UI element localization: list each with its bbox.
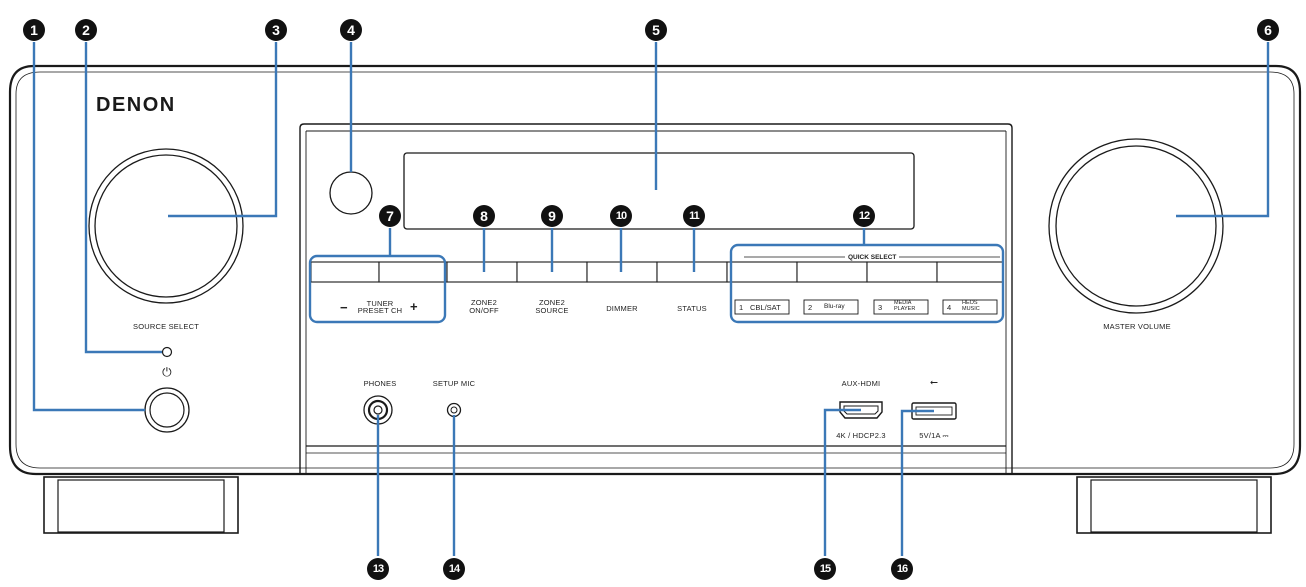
callout-6: 6 bbox=[1257, 19, 1279, 41]
quick-select-2-name: Blu-ray bbox=[824, 303, 845, 310]
callout-7: 7 bbox=[379, 205, 401, 227]
zone2-source-label-2: SOURCE bbox=[535, 306, 569, 315]
front-button-row bbox=[310, 261, 1004, 283]
left-foot bbox=[43, 476, 239, 534]
left-foot-inner bbox=[57, 479, 225, 533]
callout-15: 15 bbox=[814, 558, 836, 580]
quick-select-4-name-1: HEOS bbox=[962, 300, 978, 306]
right-foot bbox=[1076, 476, 1272, 534]
center-panel-outline bbox=[299, 123, 1013, 474]
callout-lines bbox=[32, 42, 1270, 556]
dimmer-label: DIMMER bbox=[606, 304, 638, 313]
aux-hdmi-label: AUX-HDMI bbox=[841, 379, 881, 388]
callout-8: 8 bbox=[473, 205, 495, 227]
usb-power-label: 5V/1A ⎓ bbox=[919, 431, 949, 440]
callout-1: 1 bbox=[23, 19, 45, 41]
standby-indicator bbox=[161, 346, 173, 358]
callout-3: 3 bbox=[265, 19, 287, 41]
usb-icon: ⭠ bbox=[929, 377, 939, 388]
source-select-label: SOURCE SELECT bbox=[133, 322, 199, 331]
tuner-minus-label: − bbox=[340, 300, 348, 315]
quick-select-3-name-1: MEDIA bbox=[894, 300, 912, 306]
callout-14: 14 bbox=[443, 558, 465, 580]
right-foot-inner bbox=[1090, 479, 1258, 533]
source-select-knob bbox=[94, 154, 238, 298]
quick-select-1-name: CBL/SAT bbox=[750, 303, 781, 312]
quick-select-4-name-2: MUSIC bbox=[962, 306, 980, 312]
quick-select-3-name-2: PLAYER bbox=[894, 306, 916, 312]
callout-4: 4 bbox=[340, 19, 362, 41]
callout-5: 5 bbox=[645, 19, 667, 41]
callout-12: 12 bbox=[853, 205, 875, 227]
master-volume-knob bbox=[1055, 145, 1217, 307]
zone2-source-label-1: ZONE2 bbox=[538, 298, 566, 307]
quick-select-4-num: 4 bbox=[947, 303, 952, 312]
quick-select-label: QUICK SELECT bbox=[845, 254, 900, 261]
master-volume-label: MASTER VOLUME bbox=[1103, 322, 1171, 331]
zone2-onoff-label-2: ON/OFF bbox=[469, 306, 499, 315]
callout-9: 9 bbox=[541, 205, 563, 227]
power-button bbox=[149, 392, 185, 428]
setup-mic-label: SETUP MIC bbox=[432, 379, 476, 388]
callout-2: 2 bbox=[75, 19, 97, 41]
phones-label: PHONES bbox=[363, 379, 397, 388]
zone2-onoff-label-1: ZONE2 bbox=[470, 298, 498, 307]
chassis-inner-line bbox=[15, 71, 1295, 469]
power-icon: ⏻ bbox=[162, 365, 172, 379]
preset-ch-label: PRESET CH bbox=[357, 306, 403, 315]
callout-16: 16 bbox=[891, 558, 913, 580]
hdcp-label: 4K / HDCP2.3 bbox=[836, 431, 886, 440]
callout-11: 11 bbox=[683, 205, 705, 227]
quick-select-1-num: 1 bbox=[739, 303, 744, 312]
brand-logo: DENON bbox=[96, 94, 176, 116]
quick-select-2-num: 2 bbox=[808, 303, 813, 312]
tuner-label: TUNER bbox=[366, 299, 394, 308]
quick-select-3-num: 3 bbox=[878, 303, 883, 312]
tuner-plus-label: + bbox=[410, 299, 418, 314]
status-label: STATUS bbox=[677, 304, 707, 313]
display-window bbox=[403, 152, 915, 230]
remote-sensor bbox=[329, 171, 373, 215]
callout-10: 10 bbox=[610, 205, 632, 227]
callout-13: 13 bbox=[367, 558, 389, 580]
